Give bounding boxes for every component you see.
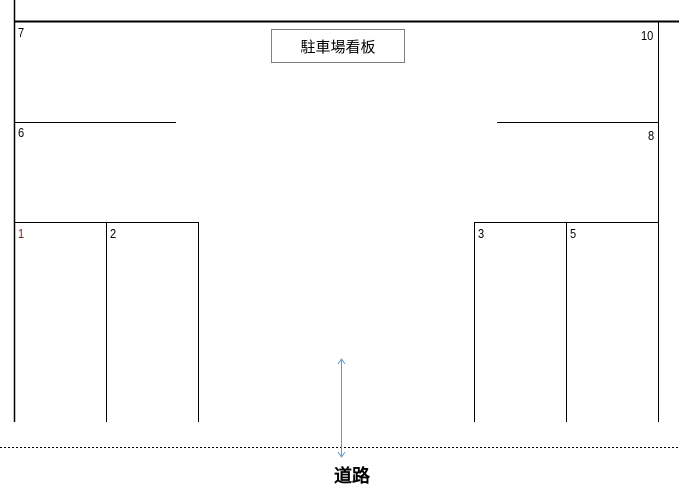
double-arrow-icon: [337, 358, 346, 458]
space-5-label: 5: [570, 226, 577, 241]
parking-sign-label: 駐車場看板: [300, 37, 376, 56]
space-7-label: 7: [18, 25, 25, 40]
road-label: 道路: [334, 466, 370, 487]
space-6-label: 6: [18, 125, 25, 140]
space-1-label: 1: [18, 226, 25, 241]
space-3-label: 3: [478, 226, 485, 241]
parking-sign: 駐車場看板: [271, 29, 405, 63]
space-8-label: 8: [648, 128, 655, 143]
space-2-label: 2: [110, 226, 117, 241]
space-10-label: 10: [641, 28, 654, 43]
